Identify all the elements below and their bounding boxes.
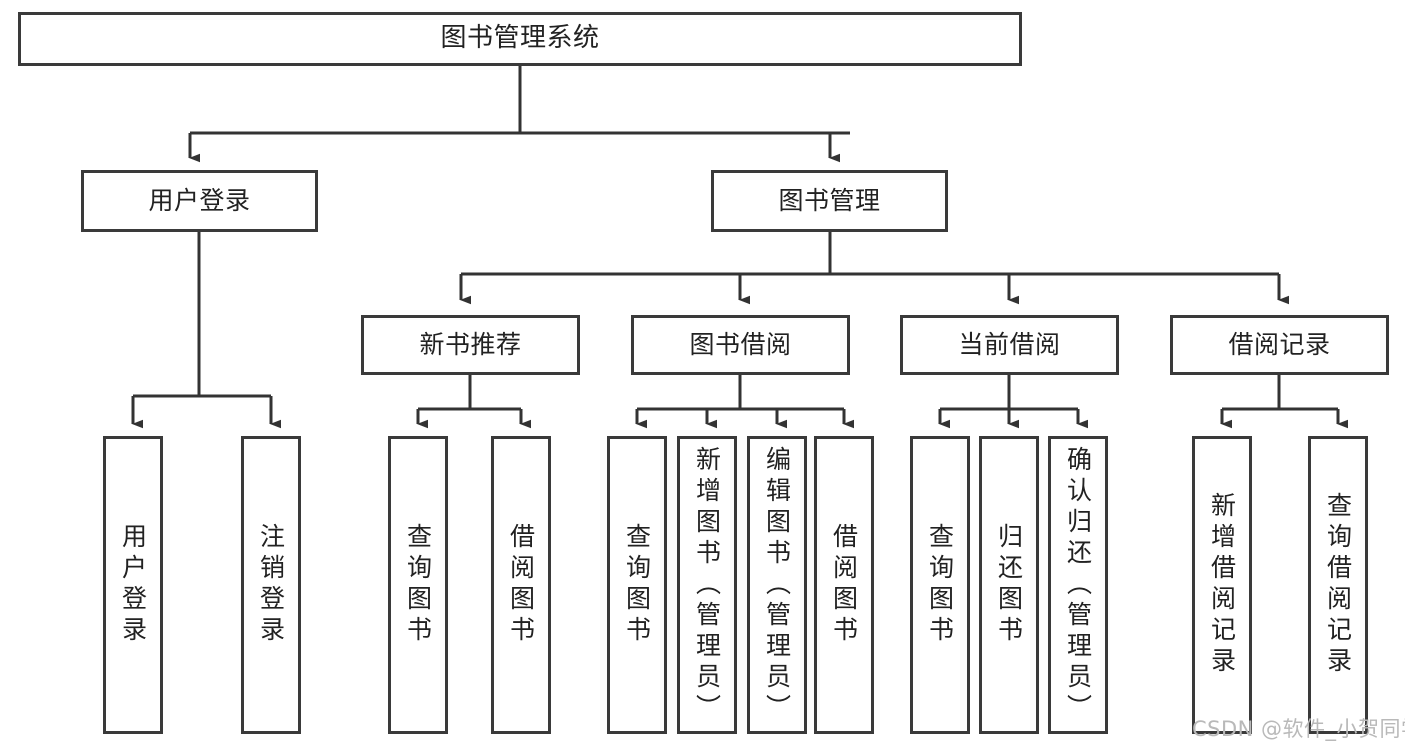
node-book-management[interactable]: 图书管理 [711, 170, 948, 232]
node-borrow-record[interactable]: 借阅记录 [1170, 315, 1389, 375]
csdn-watermark: CSDN @软件_小贺同学 [1192, 717, 1405, 741]
node-label: 借阅图书 [506, 523, 536, 647]
node-label: 查询图书 [403, 523, 433, 647]
node-new-book-recommend[interactable]: 新书推荐 [361, 315, 580, 375]
node-label: 编辑图书（管理员） [762, 445, 792, 725]
node-label: 图书借阅 [689, 329, 792, 359]
node-label: 新增借阅记录 [1207, 492, 1237, 678]
node-book-borrow[interactable]: 图书借阅 [631, 315, 850, 375]
node-label: 图书管理系统 [440, 23, 600, 54]
leaf-return-book[interactable]: 归还图书 [979, 436, 1039, 734]
leaf-add-borrow-record[interactable]: 新增借阅记录 [1192, 436, 1252, 734]
node-label: 新书推荐 [419, 329, 522, 359]
leaf-add-book[interactable]: 新增图书（管理员） [677, 436, 737, 734]
node-label: 归还图书 [994, 523, 1024, 647]
node-user-login[interactable]: 用户登录 [81, 170, 318, 232]
node-label: 查询图书 [925, 523, 955, 647]
node-label: 查询图书 [622, 523, 652, 647]
node-label: 新增图书（管理员） [692, 445, 722, 725]
node-label: 借阅图书 [829, 523, 859, 647]
node-label: 借阅记录 [1228, 329, 1331, 359]
node-label: 确认归还（管理员） [1063, 445, 1093, 725]
leaf-query-book-borrow[interactable]: 查询图书 [607, 436, 667, 734]
leaf-query-book-recommend[interactable]: 查询图书 [388, 436, 448, 734]
leaf-query-book-current[interactable]: 查询图书 [910, 436, 970, 734]
node-current-borrow[interactable]: 当前借阅 [900, 315, 1119, 375]
leaf-borrow-book[interactable]: 借阅图书 [814, 436, 874, 734]
leaf-user-login[interactable]: 用户登录 [103, 436, 163, 734]
leaf-user-logout[interactable]: 注销登录 [241, 436, 301, 734]
leaf-edit-book[interactable]: 编辑图书（管理员） [747, 436, 807, 734]
node-label: 用户登录 [148, 185, 251, 215]
node-label: 注销登录 [256, 523, 286, 647]
leaf-query-borrow-record[interactable]: 查询借阅记录 [1308, 436, 1368, 734]
node-root-system[interactable]: 图书管理系统 [18, 12, 1022, 66]
leaf-borrow-book-recommend[interactable]: 借阅图书 [491, 436, 551, 734]
leaf-confirm-return[interactable]: 确认归还（管理员） [1048, 436, 1108, 734]
node-label: 查询借阅记录 [1323, 492, 1353, 678]
node-label: 图书管理 [778, 185, 881, 215]
node-label: 用户登录 [118, 523, 148, 647]
node-label: 当前借阅 [958, 329, 1061, 359]
